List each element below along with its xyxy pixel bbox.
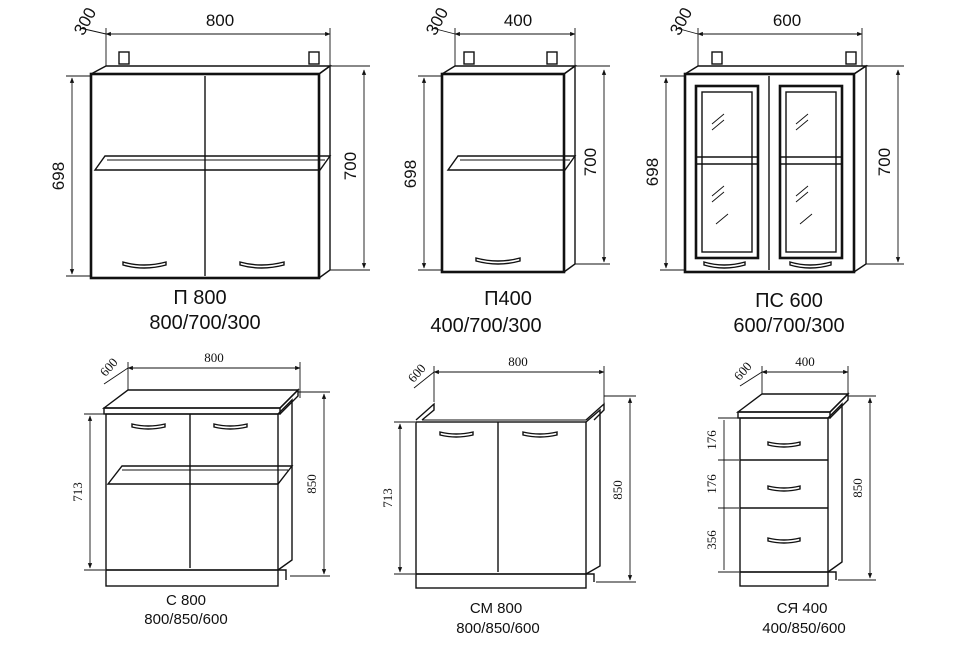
cabinet-sya400: 400 600 176 176 356 850 СЯ 400 400/85: [704, 354, 876, 637]
cabinet-name: С 800: [166, 592, 206, 609]
cabinet-sizes: 400/700/300: [430, 315, 541, 337]
dim-depth: 600: [731, 359, 755, 384]
dim-drawer-3: 356: [704, 530, 719, 550]
dim-depth: 300: [70, 4, 100, 38]
dim-width: 400: [504, 11, 532, 30]
cabinet-name: П 800: [173, 287, 226, 309]
dim-width: 600: [773, 11, 801, 30]
cabinet-name: СЯ 400: [777, 600, 828, 617]
dim-height: 700: [341, 152, 360, 180]
dim-front-height: 713: [70, 482, 85, 502]
dim-depth: 600: [405, 361, 429, 386]
cabinet-sizes: 600/700/300: [733, 315, 844, 337]
cabinet-p800: 800 300 698 700 П 800 800/700/300: [49, 4, 370, 334]
dim-height: 700: [875, 148, 894, 176]
dim-depth: 300: [422, 4, 452, 38]
dim-drawer-2: 176: [704, 474, 719, 494]
cabinet-ps600: 600 300 698 700 ПС 600 600/700/300: [643, 4, 904, 337]
dim-front-height: 698: [401, 160, 420, 188]
dim-height: 850: [304, 474, 319, 494]
dim-width: 800: [508, 354, 528, 369]
cabinet-p400: 400 300 698 700 П400 400/700/300: [401, 4, 610, 337]
cabinet-s800: 800 600 713 850 С 800 800/850/600: [70, 350, 330, 628]
cabinet-sizes: 800/850/600: [456, 620, 539, 637]
cabinet-sizes: 800/850/600: [144, 611, 227, 628]
dim-depth: 300: [666, 4, 696, 38]
dim-width: 400: [795, 354, 815, 369]
dim-height: 850: [610, 480, 625, 500]
cabinet-name: ПС 600: [755, 290, 823, 312]
dim-front-height: 698: [49, 162, 68, 190]
cabinet-name: П400: [484, 288, 532, 310]
dim-width: 800: [204, 350, 224, 365]
cabinet-sizes: 400/850/600: [762, 620, 845, 637]
dim-width: 800: [206, 11, 234, 30]
cabinet-name: СМ 800: [470, 600, 522, 617]
cabinet-sizes: 800/700/300: [149, 312, 260, 334]
dim-height: 700: [581, 148, 600, 176]
dim-front-height: 698: [643, 158, 662, 186]
dim-height: 850: [850, 478, 865, 498]
dim-drawer-1: 176: [704, 430, 719, 450]
dim-front-height: 713: [380, 488, 395, 508]
cabinet-sm800: 800 600 713 850 СМ 800 800/850/600: [380, 354, 636, 637]
